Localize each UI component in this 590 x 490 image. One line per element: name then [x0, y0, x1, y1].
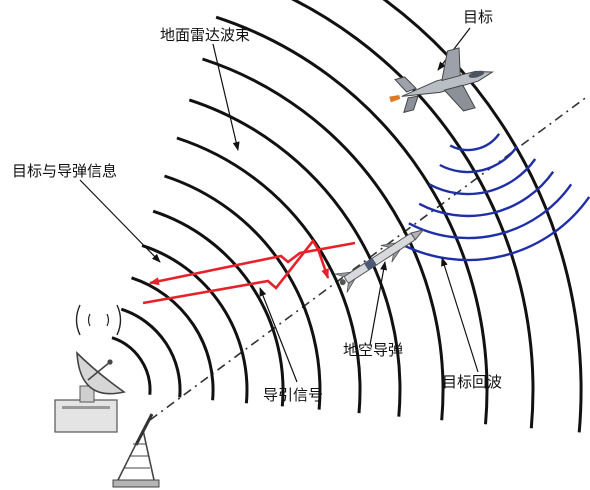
leader-sam-missile: [369, 261, 388, 346]
target-echo-arc: [397, 196, 590, 262]
label-sam-missile: 地空导弹: [343, 341, 403, 359]
label-ground-radar-beam: 地面雷达波束: [160, 26, 250, 44]
fighter-jet-icon: [389, 47, 495, 114]
radar-beam-waves: [111, 0, 583, 433]
leader-ground-radar-beam: [212, 43, 240, 151]
radar-beam-arc: [120, 307, 182, 398]
label-target-echo: 目标回波: [442, 373, 502, 391]
leader-lines: [79, 27, 479, 383]
leader-target-echo: [441, 257, 479, 373]
target-echo-waves: [397, 133, 590, 262]
target-echo-arc: [408, 183, 573, 240]
label-guidance-signal: 导引信号: [263, 386, 323, 404]
missile-launcher-icon: [112, 413, 160, 488]
radar-beam-arc: [164, 174, 322, 410]
radar-beam-arc: [215, 15, 489, 425]
target-echo-arc: [428, 158, 537, 196]
leader-guidance-signal: [259, 287, 298, 383]
radar-beam-arc: [382, 0, 583, 433]
radar-beam-arc: [176, 136, 362, 414]
radar-beam-arc: [202, 57, 445, 421]
line-of-sight: [149, 95, 589, 421]
radar-dish-icon: [54, 304, 126, 433]
radar-beam-arc: [188, 98, 402, 417]
target-echo-arc: [439, 145, 519, 174]
label-target-missile-info: 目标与导弹信息: [12, 162, 117, 180]
radar-beam-arc: [141, 243, 249, 404]
signal-arrow-to-missile: [142, 238, 330, 305]
radar-beam-arc: [152, 209, 285, 407]
radar-beam-arc: [131, 276, 215, 401]
leader-target-missile-info: [79, 179, 161, 263]
radar-beam-arc: [111, 336, 152, 395]
label-target: 目标: [463, 8, 493, 26]
missile-icon: [334, 228, 425, 293]
target-echo-arc: [449, 133, 501, 152]
target-echo-arc: [418, 171, 555, 218]
guidance-signal-link: [142, 238, 356, 305]
